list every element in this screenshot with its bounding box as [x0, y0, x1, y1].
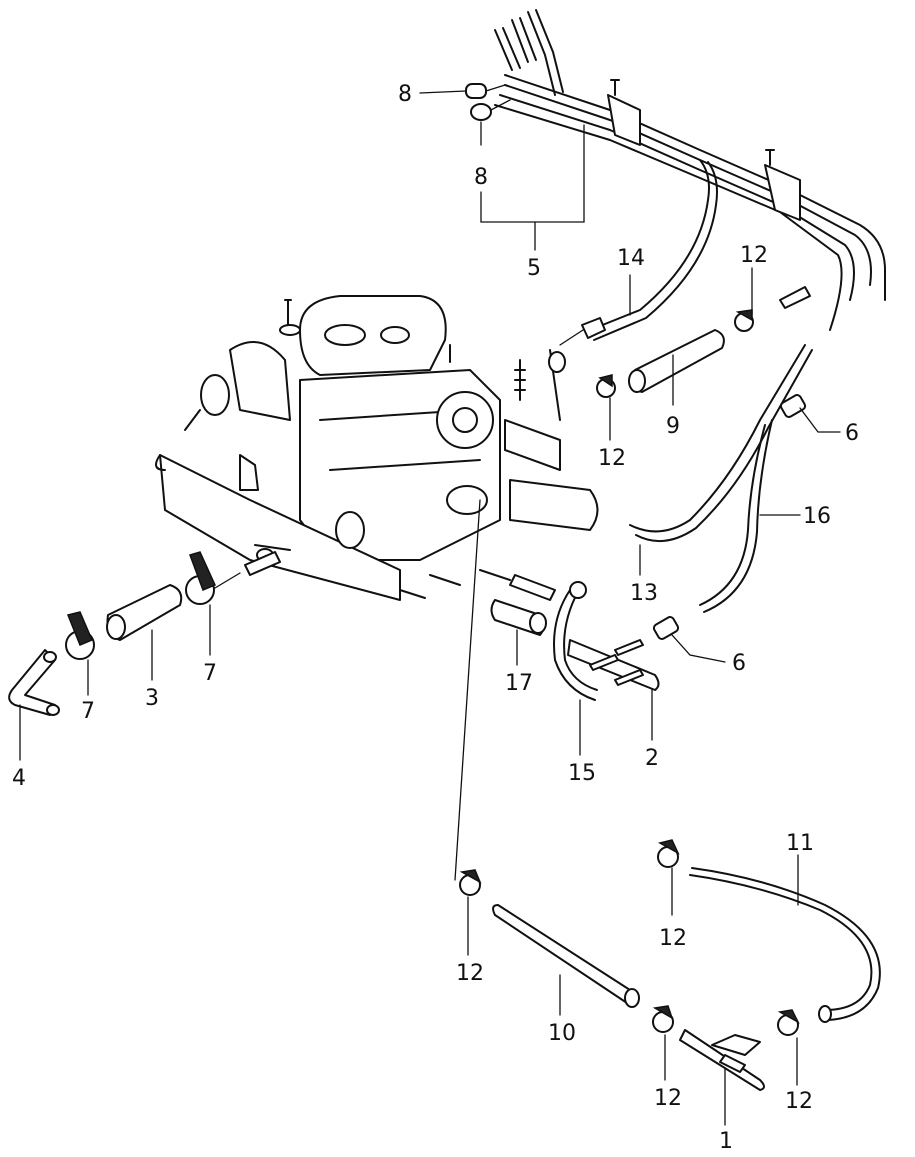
hose-15[interactable]	[553, 581, 598, 701]
callout-5: 5	[527, 256, 541, 281]
callout-12-b: 12	[740, 243, 768, 268]
hose-16[interactable]	[699, 419, 773, 613]
pipe-stub	[244, 551, 281, 576]
hose-clamp-7-right[interactable]	[185, 551, 241, 605]
callout-12-d: 12	[654, 1086, 682, 1111]
callout-15: 15	[568, 761, 596, 786]
hose-9[interactable]	[628, 329, 725, 393]
callout-16: 16	[803, 504, 831, 529]
hose-11[interactable]	[689, 867, 881, 1023]
hose-clip-12-f[interactable]	[777, 1009, 800, 1036]
callout-12-e: 12	[659, 926, 687, 951]
hose-clip-12-b[interactable]	[734, 309, 754, 332]
hose-clip-12-e[interactable]	[657, 839, 680, 868]
callout-6-lower: 6	[732, 651, 746, 676]
callout-9: 9	[666, 414, 680, 439]
callout-3: 3	[145, 686, 159, 711]
cap-8-upper[interactable]	[465, 83, 506, 99]
callout-12-a: 12	[598, 446, 626, 471]
callout-4: 4	[12, 766, 26, 791]
hose-17[interactable]	[490, 599, 547, 636]
callout-14: 14	[617, 246, 645, 271]
callout-10: 10	[548, 1021, 576, 1046]
callout-7-right: 7	[203, 661, 217, 686]
hose-14-end	[581, 317, 606, 339]
three-way-joint-1[interactable]	[679, 1029, 765, 1091]
cap-6-lower[interactable]	[652, 616, 680, 641]
leader-lines	[19, 90, 841, 1126]
callout-11: 11	[786, 831, 814, 856]
elbow-pipe-4[interactable]	[8, 649, 60, 716]
tubing-assembly[interactable]	[494, 9, 886, 341]
callout-12-c: 12	[456, 961, 484, 986]
callout-17: 17	[505, 671, 533, 696]
hose-3[interactable]	[106, 584, 183, 641]
callout-13: 13	[630, 581, 658, 606]
hose-clip-12-a[interactable]	[596, 374, 616, 398]
callout-12-f: 12	[785, 1089, 813, 1114]
cap-8-lower[interactable]	[470, 99, 511, 121]
hose-10[interactable]	[492, 904, 640, 1008]
callout-1: 1	[719, 1129, 733, 1154]
tube-stub	[779, 286, 811, 309]
hose-13[interactable]	[629, 344, 813, 543]
callout-2: 2	[645, 746, 659, 771]
hose-clip-12-d[interactable]	[652, 1005, 674, 1033]
callout-8-upper: 8	[398, 82, 412, 107]
cap-6-upper[interactable]	[779, 394, 807, 419]
callout-7-left: 7	[81, 699, 95, 724]
carburetor[interactable]	[155, 295, 599, 601]
tube-joint-2[interactable]	[567, 639, 660, 691]
callout-6-upper: 6	[845, 421, 859, 446]
hose-stub	[509, 574, 556, 601]
hose-clip-12-c[interactable]	[459, 869, 482, 896]
callout-8-lower: 8	[474, 165, 488, 190]
hose-clamp-7-left[interactable]	[65, 611, 95, 660]
